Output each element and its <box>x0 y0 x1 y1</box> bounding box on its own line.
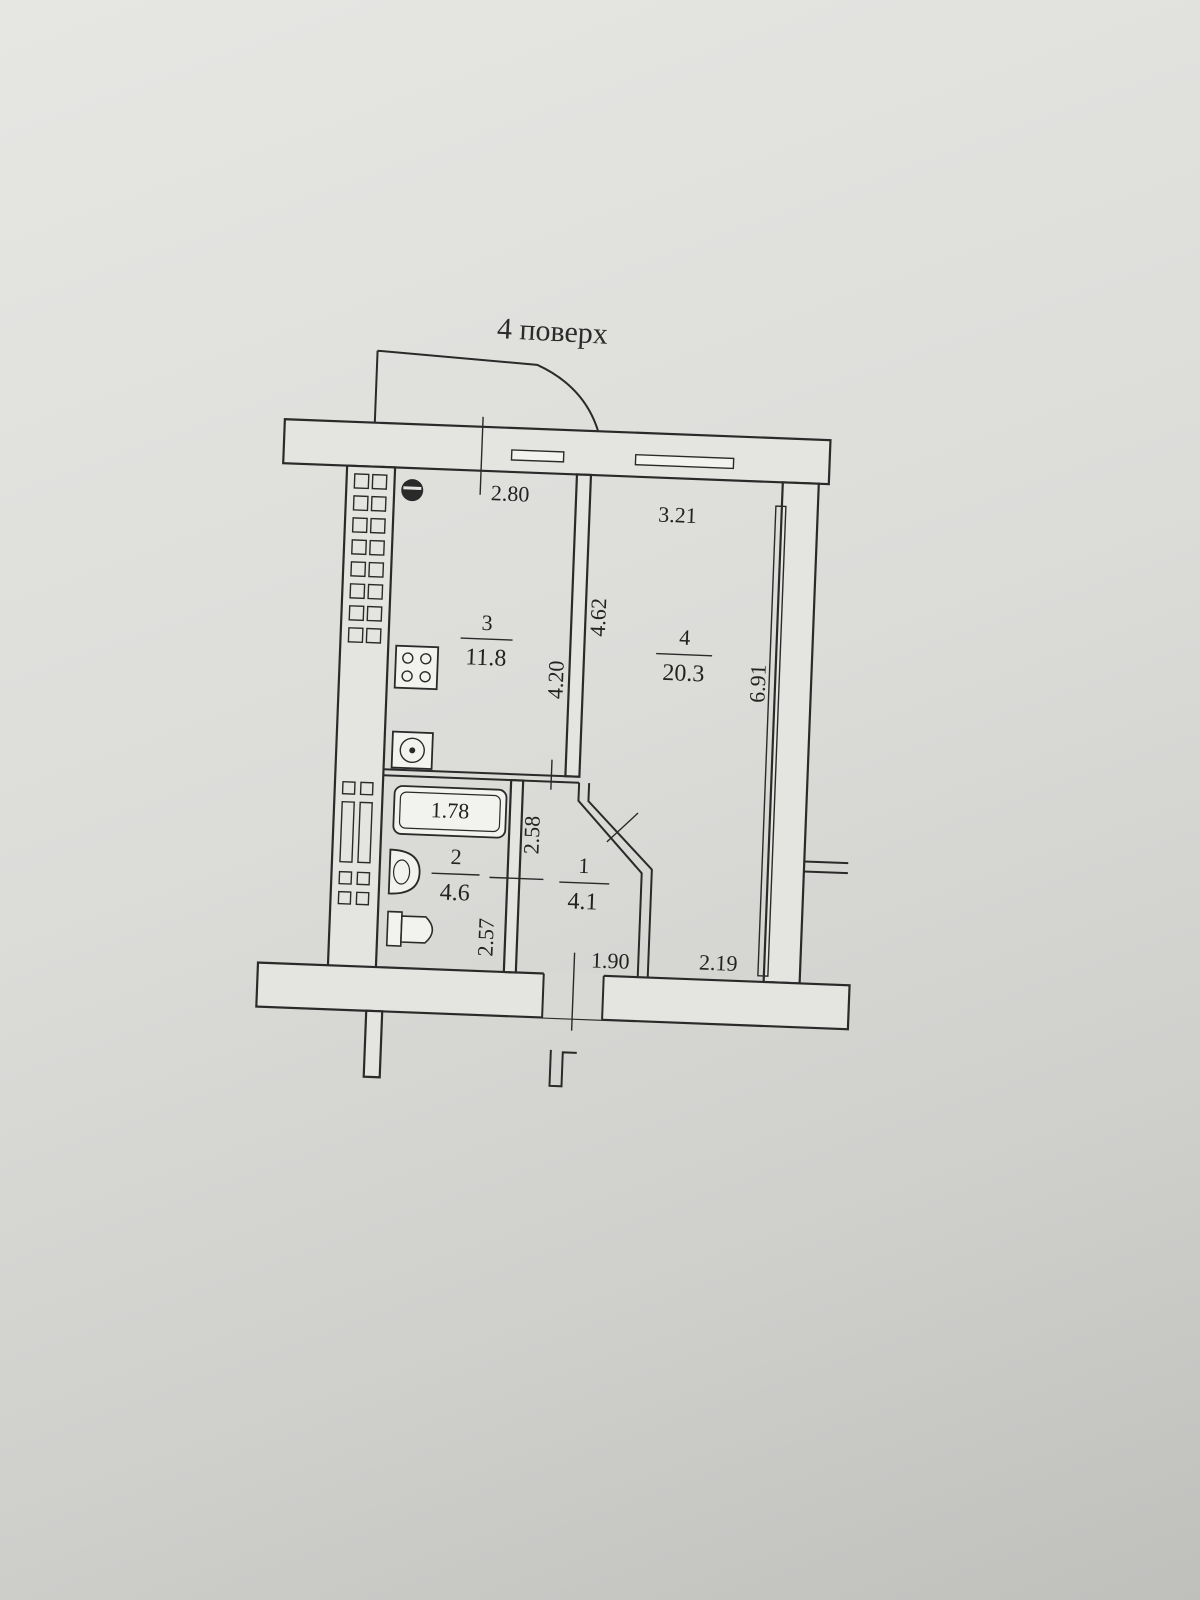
room-2-number: 2 <box>450 844 462 869</box>
right-wall-stub <box>804 860 849 865</box>
hallway-partition <box>577 782 653 978</box>
bathroom-wall <box>502 778 525 974</box>
bathtub <box>392 785 508 839</box>
entrance-door-mark <box>570 952 576 1031</box>
room-4-area: 20.3 <box>662 660 705 688</box>
bottom-left-stub <box>362 1009 384 1079</box>
right-wall-window-strip <box>757 505 787 977</box>
dim-partition-length: 4.62 <box>585 598 611 637</box>
room-3-number: 3 <box>481 610 493 635</box>
dim-hall-side: 2.58 <box>518 815 544 854</box>
room-4-number: 4 <box>679 624 691 649</box>
dim-room-bottom: 2.19 <box>699 949 738 975</box>
dim-kitchen-width: 2.80 <box>490 480 529 506</box>
balcony-door-mark <box>479 416 484 495</box>
sink <box>387 848 421 895</box>
room-window <box>634 453 735 470</box>
bathroom-door-mark <box>489 876 544 881</box>
stair-symbol <box>548 1049 577 1088</box>
riser-pipe <box>401 479 424 502</box>
room-1-area: 4.1 <box>567 888 598 915</box>
dim-bath-length: 1.78 <box>430 797 469 823</box>
right-wall <box>762 481 820 985</box>
dim-bathroom-length: 2.57 <box>472 918 498 957</box>
dim-room-length: 6.91 <box>744 664 770 703</box>
stove <box>393 644 440 691</box>
dim-room-width: 3.21 <box>658 502 697 528</box>
kitchen-bottom-wall <box>383 768 580 778</box>
room-door-mark <box>606 812 639 843</box>
ventilation-shafts <box>337 473 388 906</box>
left-wall <box>326 464 397 989</box>
toilet <box>385 910 434 947</box>
kitchen-sink <box>390 730 434 771</box>
dim-kitchen-length: 4.20 <box>542 660 568 699</box>
dim-hall-bottom: 1.90 <box>591 947 630 973</box>
room-3-area: 11.8 <box>465 644 507 672</box>
room-1-number: 1 <box>578 853 590 878</box>
kitchen-window <box>510 449 565 463</box>
room-2-area: 4.6 <box>439 879 470 906</box>
